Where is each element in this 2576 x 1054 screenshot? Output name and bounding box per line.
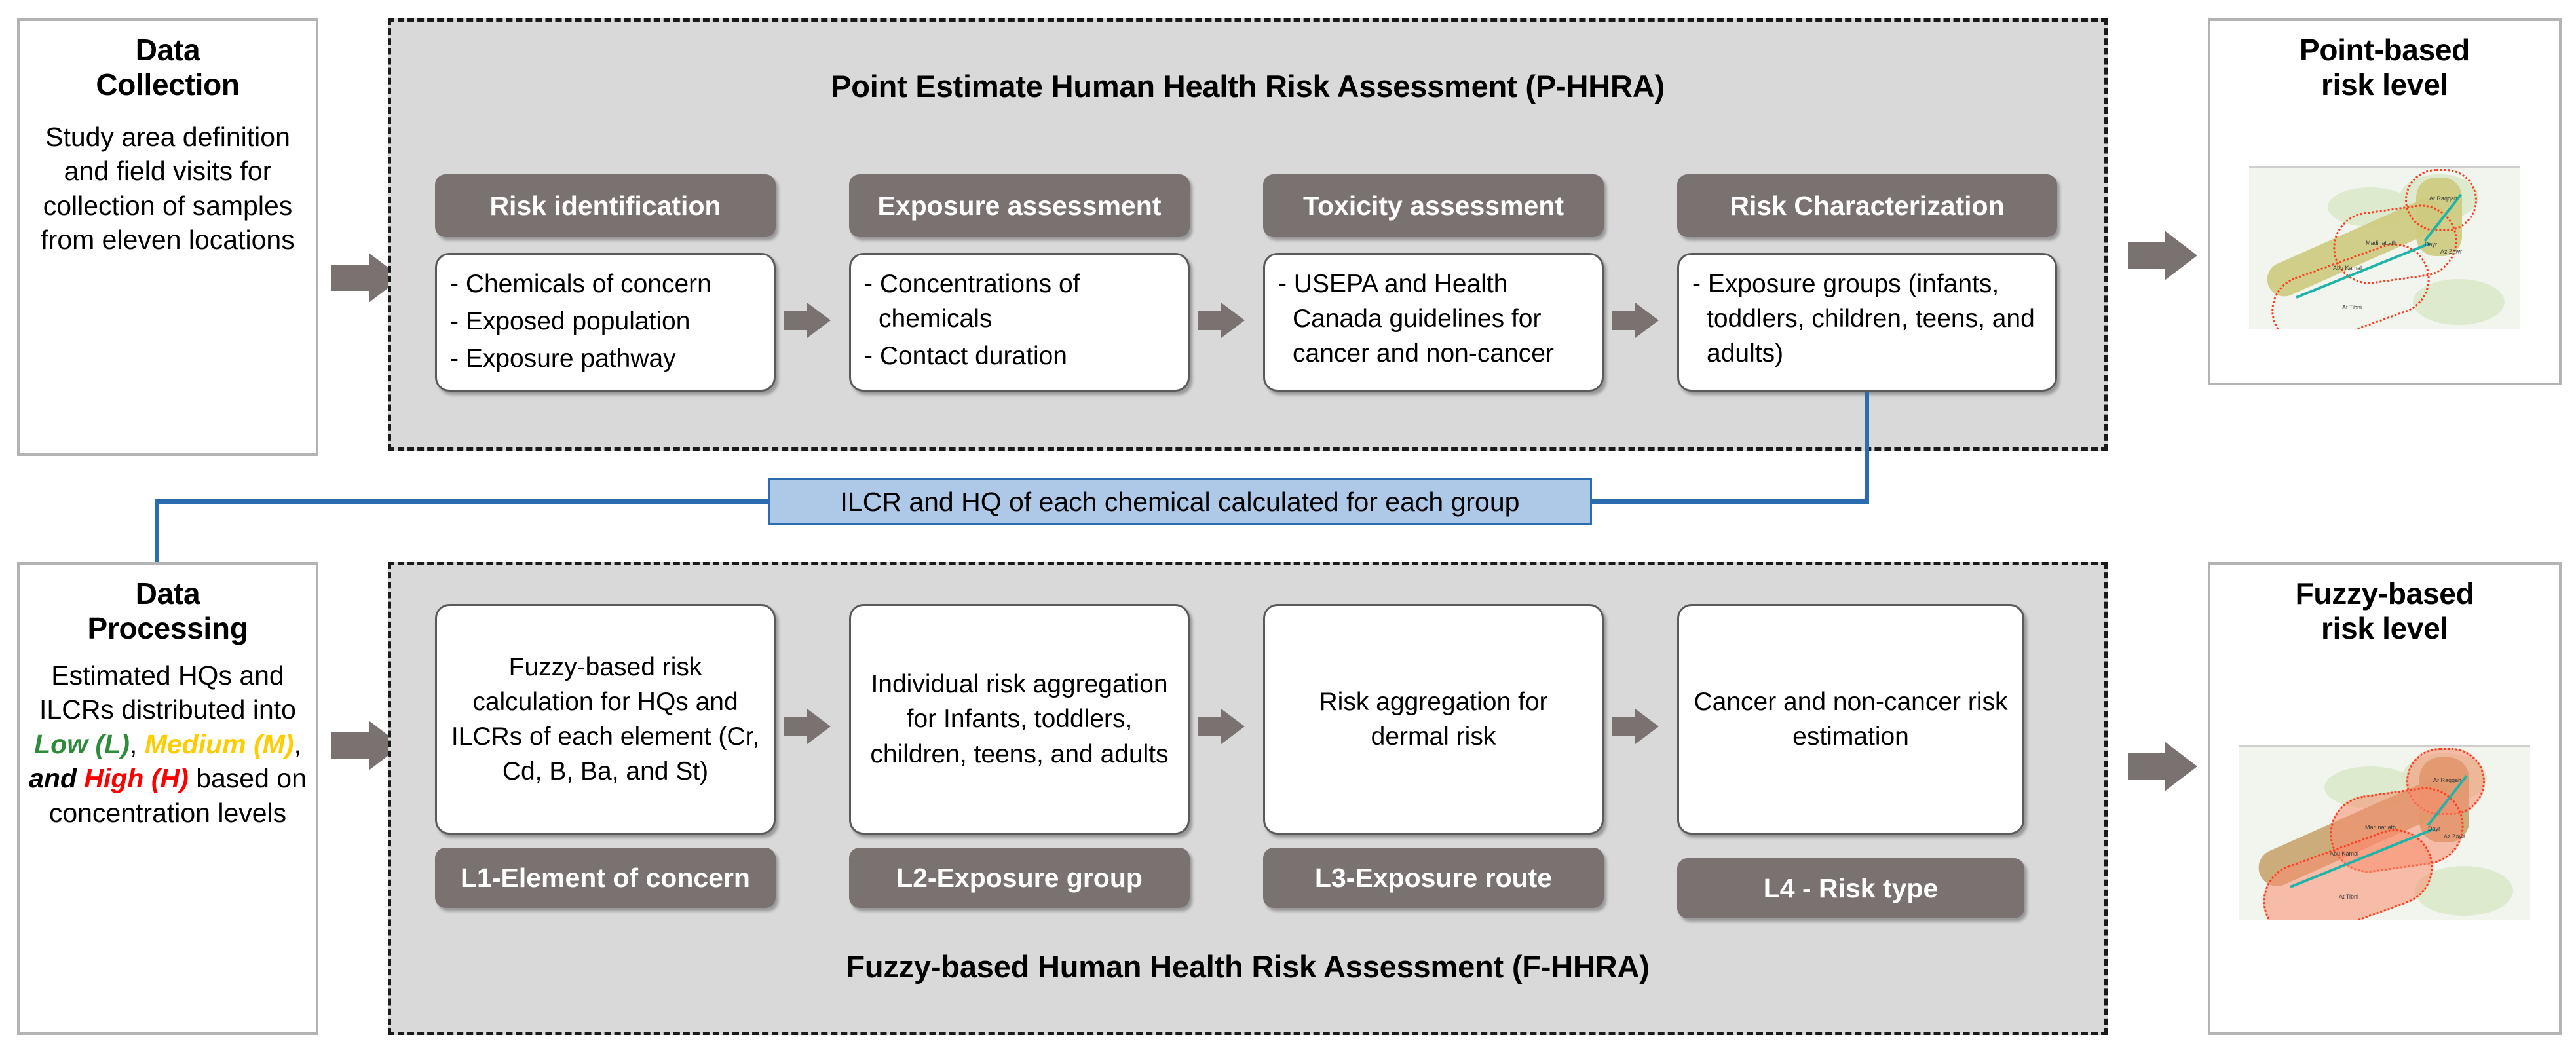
risk-level-high-label: High (H) — [84, 763, 189, 794]
fhhra-stage-level-l1: L1-Element of concern — [435, 848, 776, 908]
point-based-title-line1: Point-based — [2300, 33, 2470, 67]
connector-line-left-segment — [155, 499, 770, 504]
point-based-risk-panel: Point-based risk level Ar Raqqah Madinat… — [2208, 18, 2562, 385]
phhra-s2-item: - Contact duration — [864, 342, 1068, 371]
dp-sep-2: , — [294, 728, 301, 759]
phhra-stage-head-risk-characterization: Risk Characterization — [1677, 174, 2057, 237]
fhhra-stage-level-l3: L3-Exposure route — [1263, 848, 1604, 908]
data-processing-title: Data Processing — [88, 576, 248, 647]
fhhra-title: Fuzzy-based Human Health Risk Assessment… — [846, 949, 1650, 984]
phhra-s4-item: - Exposure groups (infants, toddlers, ch… — [1692, 270, 2035, 368]
fuzzy-based-risk-panel: Fuzzy-based risk level Ar Raqqah Madinat… — [2208, 562, 2562, 1035]
connector-line-right-segment — [1589, 499, 1869, 504]
data-processing-body: Estimated HQs and ILCRs distributed into… — [29, 658, 307, 830]
fhhra-stage-body-exposure-route: Risk aggregation for dermal risk — [1263, 604, 1604, 835]
phhra-stage-head-toxicity-assessment: Toxicity assessment — [1263, 174, 1604, 237]
fhhra-stage-level-l4: L4 - Risk type — [1677, 858, 2024, 918]
phhra-s1-item: - Chemicals of concern — [450, 270, 711, 298]
data-processing-title-line1: Data — [135, 576, 200, 611]
data-processing-title-line2: Processing — [87, 611, 248, 646]
phhra-stage-head-exposure-assessment: Exposure assessment — [849, 174, 1190, 237]
fuzzy-based-title-line1: Fuzzy-based — [2295, 576, 2474, 611]
dp-sep-1: , — [129, 728, 145, 759]
fhhra-stage-level-l2: L2-Exposure group — [849, 848, 1190, 908]
ilcr-hq-connector-label: ILCR and HQ of each chemical calculated … — [768, 478, 1592, 525]
risk-level-low-label: Low (L) — [34, 728, 130, 759]
fuzzy-based-risk-title: Fuzzy-based risk level — [2296, 576, 2474, 647]
dp-text-pre: Estimated HQs and ILCRs distributed into — [39, 660, 296, 725]
data-collection-title: Data Collection — [96, 33, 240, 103]
data-processing-panel: Data Processing Estimated HQs and ILCRs … — [17, 562, 318, 1035]
point-based-risk-title: Point-based risk level — [2300, 33, 2470, 103]
data-collection-panel: Data Collection Study area definition an… — [17, 18, 318, 456]
point-based-risk-map: Ar Raqqah Madinat ath Dayr Az Zawr Abu K… — [2249, 165, 2520, 329]
phhra-stage-body-risk-identification: - Chemicals of concern - Exposed populat… — [435, 253, 776, 392]
data-collection-title-line1: Data — [135, 33, 200, 67]
phhra-title: Point Estimate Human Health Risk Assessm… — [831, 69, 1665, 104]
phhra-stage-head-risk-identification: Risk identification — [435, 174, 776, 237]
phhra-s1-item: - Exposure pathway — [450, 345, 676, 373]
phhra-s1-item: - Exposed population — [450, 307, 691, 336]
fuzzy-based-title-line2: risk level — [2321, 611, 2448, 646]
connector-line-down-to-processing — [155, 499, 159, 592]
point-based-title-line2: risk level — [2321, 67, 2448, 102]
dp-text-post: based on concentration levels — [48, 763, 307, 828]
fhhra-stage-body-exposure-group: Individual risk aggregation for Infants,… — [849, 604, 1190, 835]
phhra-stage-body-toxicity-assessment: - USEPA and Health Canada guidelines for… — [1263, 253, 1604, 392]
phhra-s3-item: - USEPA and Health Canada guidelines for… — [1278, 270, 1554, 368]
connector-line-down-from-phhra — [1865, 392, 1869, 502]
phhra-stage-body-exposure-assessment: - Concentrations of chemicals - Contact … — [849, 253, 1190, 392]
fuzzy-based-risk-map: Ar Raqqah Madinat ath Dayr Az Zawr Abu K… — [2239, 744, 2530, 920]
data-collection-body: Study area definition and field visits f… — [41, 121, 295, 255]
fhhra-stage-body-risk-type: Cancer and non-cancer risk estimation — [1677, 604, 2024, 835]
dp-conjunction: and — [29, 763, 85, 794]
data-collection-title-line2: Collection — [96, 67, 240, 102]
risk-level-medium-label: Medium (M) — [144, 728, 294, 759]
fhhra-stage-body-element-of-concern: Fuzzy-based risk calculation for HQs and… — [435, 604, 776, 835]
phhra-stage-body-risk-characterization: - Exposure groups (infants, toddlers, ch… — [1677, 253, 2057, 392]
phhra-s2-item: - Concentrations of chemicals — [864, 270, 1080, 333]
